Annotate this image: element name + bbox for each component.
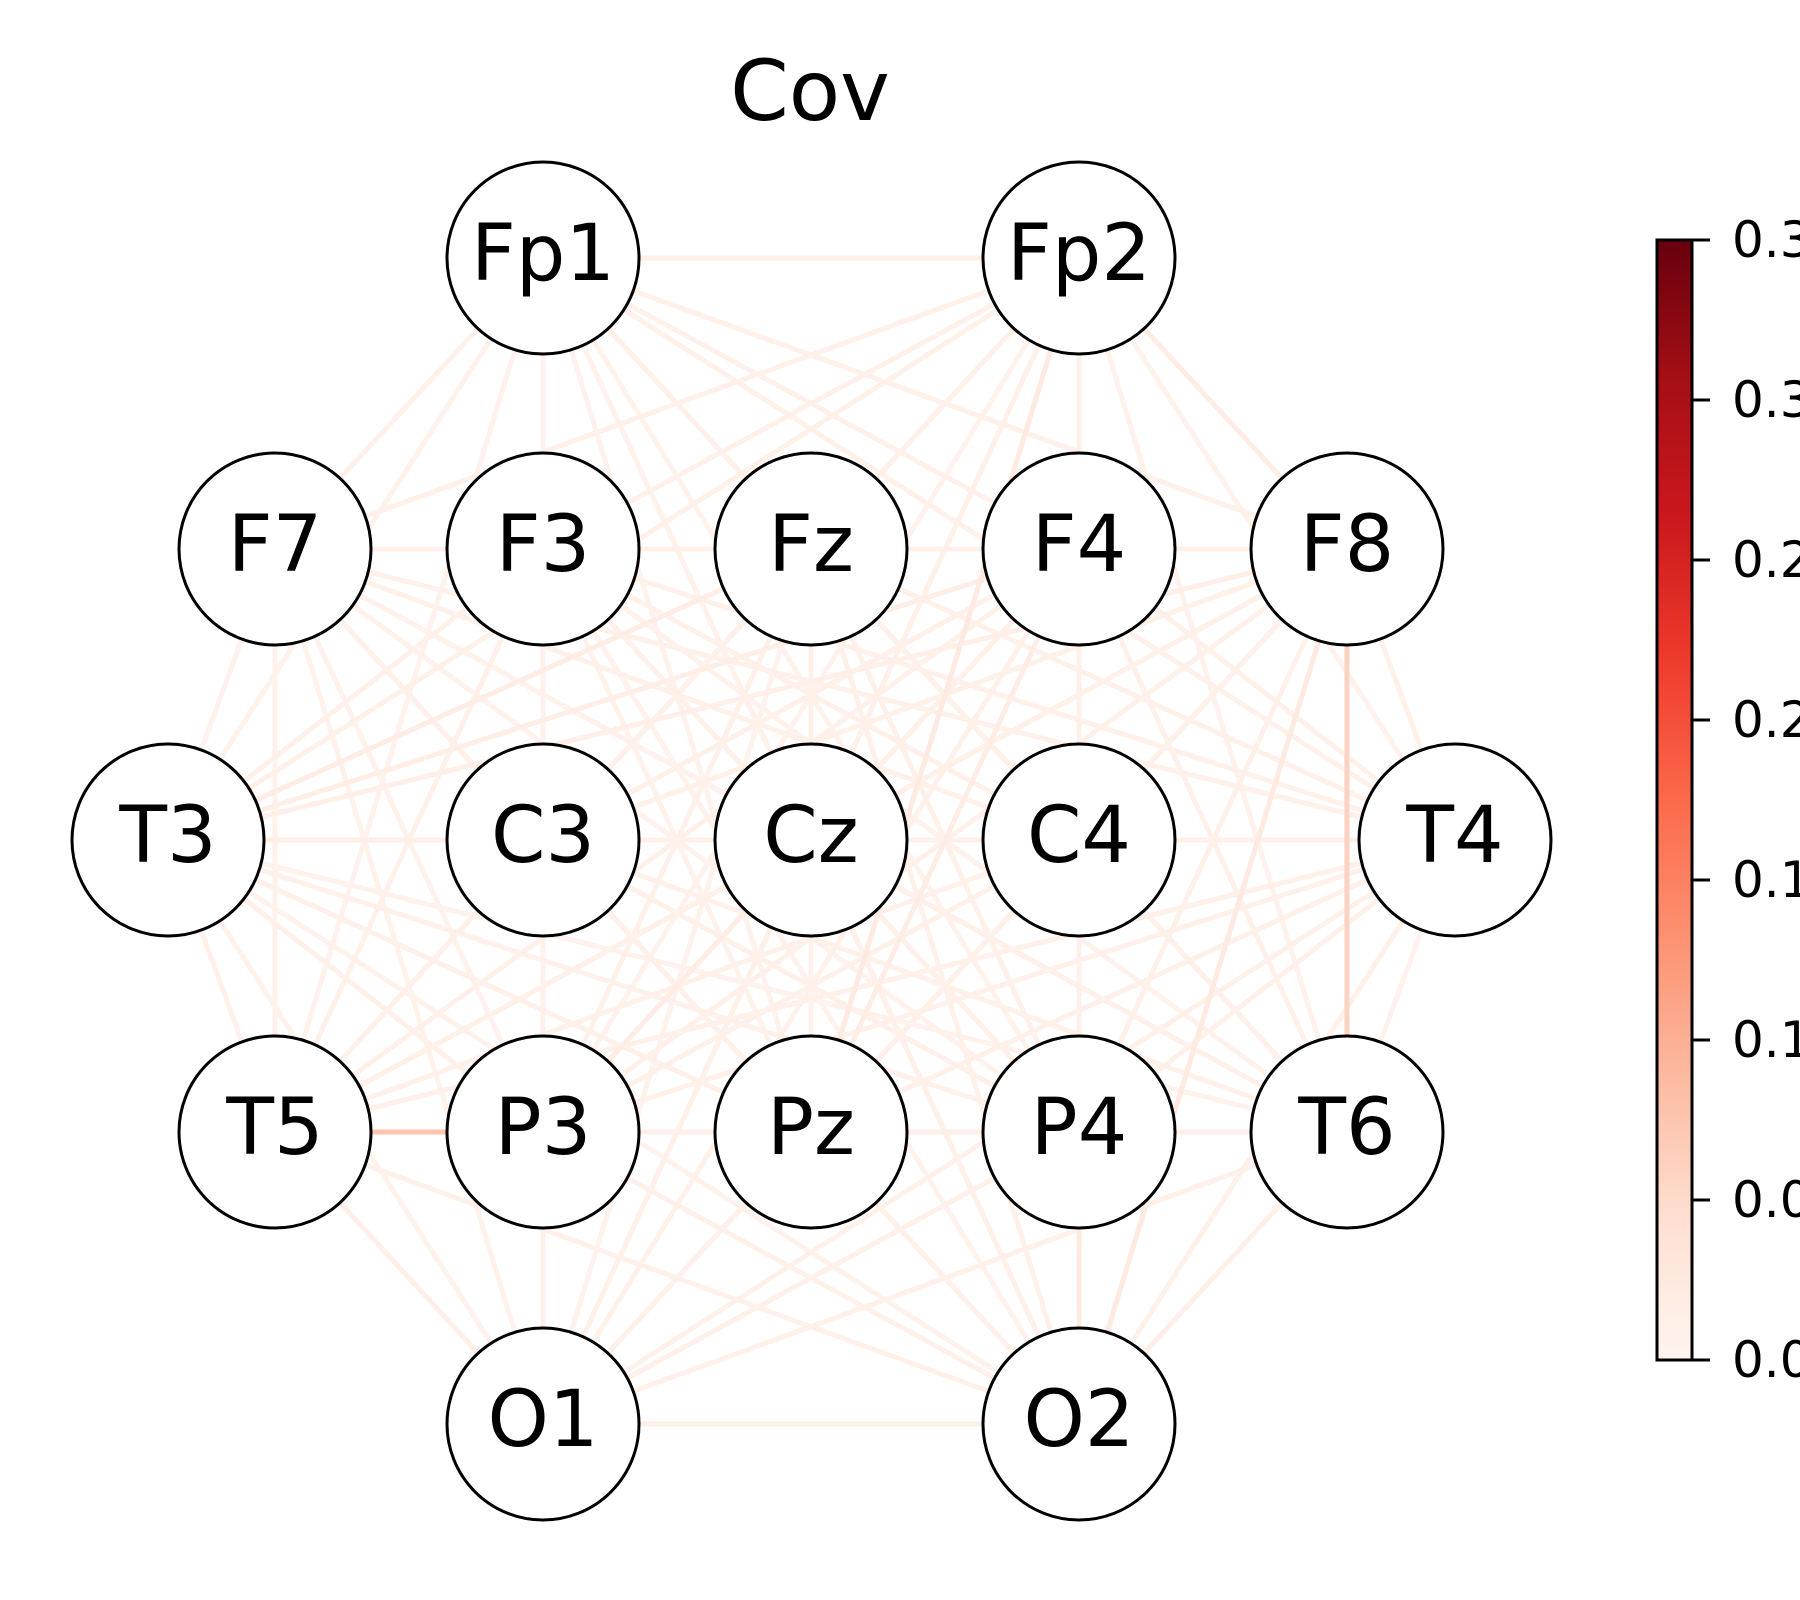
colorbar-tick-label: 0.1 xyxy=(1732,1011,1800,1069)
colorbar: 0.0 0.0 0.1 0.1 0.2 0.2 0.3 0.3 xyxy=(1655,211,1800,1389)
electrode-circle xyxy=(70,742,266,938)
electrode-circle xyxy=(981,160,1177,356)
electrode-label: P4 xyxy=(1031,1083,1128,1173)
electrode-circle xyxy=(1357,742,1553,938)
electrode-node-fp1: Fp1 xyxy=(445,160,641,356)
electrode-node-c3: C3 xyxy=(445,742,641,938)
electrode-label: F7 xyxy=(228,500,323,590)
electrode-circle xyxy=(713,742,909,938)
electrode-circle xyxy=(445,742,641,938)
electrode-label: F3 xyxy=(496,500,591,590)
electrode-circle xyxy=(445,160,641,356)
electrode-node-f4: F4 xyxy=(981,451,1177,647)
electrode-label: T5 xyxy=(225,1083,323,1173)
edge-t3-pz xyxy=(166,837,813,1135)
electrode-node-o1: O1 xyxy=(445,1326,641,1522)
electrode-node-fp2: Fp2 xyxy=(981,160,1177,356)
chart-title: Cov xyxy=(730,42,890,140)
electrode-label: O1 xyxy=(487,1375,598,1465)
electrode-label: C4 xyxy=(1027,791,1131,881)
edge-fp2-f3 xyxy=(541,255,1081,552)
edge-t4-p3 xyxy=(542,837,1456,1135)
electrode-circle xyxy=(445,1034,641,1230)
edge-c4-p3 xyxy=(541,837,1081,1135)
electrode-node-f7: F7 xyxy=(177,451,373,647)
electrode-node-t4: T4 xyxy=(1357,742,1553,938)
electrode-label: Pz xyxy=(767,1083,855,1173)
electrode-circle xyxy=(981,742,1177,938)
electrode-circle xyxy=(1249,1034,1445,1230)
electrode-node-fz: Fz xyxy=(713,451,909,647)
edge-f4-t3 xyxy=(167,546,1080,843)
electrode-node-p4: P4 xyxy=(981,1034,1177,1230)
electrode-label: C3 xyxy=(491,791,595,881)
electrode-node-c4: C4 xyxy=(981,742,1177,938)
edge-fp1-f8 xyxy=(542,255,1348,552)
colorbar-gradient xyxy=(1655,238,1694,1362)
edge-f3-t4 xyxy=(542,546,1456,843)
electrode-label: Fp2 xyxy=(1007,209,1151,299)
electrode-label: F4 xyxy=(1032,500,1127,590)
electrode-node-t6: T6 xyxy=(1249,1034,1445,1230)
edge-fp2-pz xyxy=(808,257,1082,1133)
electrode-circle xyxy=(981,1034,1177,1230)
edge-f4-c3 xyxy=(541,546,1081,843)
electrode-label: Fp1 xyxy=(471,209,615,299)
electrode-node-pz: Pz xyxy=(713,1034,909,1230)
electrode-circle xyxy=(445,451,641,647)
edge-f8-o2 xyxy=(1076,548,1350,1425)
colorbar-tick-label: 0.0 xyxy=(1732,1331,1800,1389)
edge-fz-t3 xyxy=(166,546,813,843)
electrode-label: P3 xyxy=(495,1083,592,1173)
edge-f4-pz xyxy=(808,547,1082,1134)
colorbar-tick-label: 0.3 xyxy=(1732,371,1800,429)
electrode-node-o2: O2 xyxy=(981,1326,1177,1522)
electrode-label: T4 xyxy=(1405,791,1503,881)
electrode-circle xyxy=(445,1326,641,1522)
edge-t3-p4 xyxy=(167,837,1080,1135)
electrode-node-f8: F8 xyxy=(1249,451,1445,647)
electrode-circle xyxy=(177,1034,373,1230)
edge-fp2-f7 xyxy=(274,255,1080,552)
colorbar-tick-label: 0.3 xyxy=(1732,211,1800,269)
electrode-node-t3: T3 xyxy=(70,742,266,938)
electrode-circle xyxy=(177,451,373,647)
electrode-circle xyxy=(713,451,909,647)
electrode-circle xyxy=(713,1034,909,1230)
edge-p4-o1 xyxy=(541,1129,1081,1427)
electrode-label: T3 xyxy=(118,791,216,881)
electrode-label: O2 xyxy=(1023,1375,1134,1465)
edge-cz-t6 xyxy=(809,837,1349,1135)
electrode-label: F8 xyxy=(1300,500,1395,590)
electrode-node-cz: Cz xyxy=(713,742,909,938)
electrode-label: Cz xyxy=(763,791,858,881)
electrode-label: Fz xyxy=(768,500,854,590)
colorbar-tick-label: 0.2 xyxy=(1732,531,1800,589)
electrode-circle xyxy=(981,1326,1177,1522)
electrode-circle xyxy=(1249,451,1445,647)
edge-t6-o1 xyxy=(542,1129,1348,1427)
electrode-node-f3: F3 xyxy=(445,451,641,647)
electrode-node-t5: T5 xyxy=(177,1034,373,1230)
colorbar-ticks: 0.0 0.0 0.1 0.1 0.2 0.2 0.3 0.3 xyxy=(1692,211,1800,1389)
colorbar-tick-label: 0.1 xyxy=(1732,851,1800,909)
electrode-circle xyxy=(981,451,1177,647)
colorbar-tick-label: 0.2 xyxy=(1732,691,1800,749)
electrode-node-p3: P3 xyxy=(445,1034,641,1230)
colorbar-tick-label: 0.0 xyxy=(1732,1171,1800,1229)
electrode-label: T6 xyxy=(1297,1083,1395,1173)
